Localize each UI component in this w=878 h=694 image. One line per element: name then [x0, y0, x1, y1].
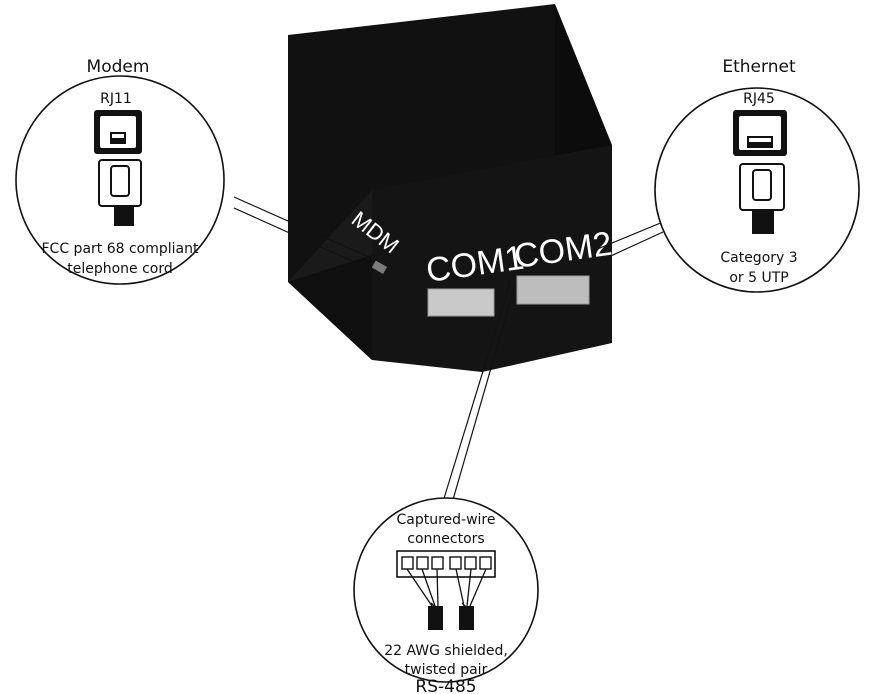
modem-connector-label: RJ11 [100, 91, 132, 107]
rs485-leader-line-right [449, 284, 516, 511]
ethernet-leader-line-top [594, 221, 664, 251]
rs485-header-line-2: connectors [407, 531, 484, 547]
rs485-title: RS-485 [415, 677, 476, 694]
modem-title: Modem [87, 57, 150, 77]
modem-caption-line-2: telephone cord [67, 261, 173, 277]
device-left-face-lower [288, 255, 372, 360]
shielded-cable-ends-icon [428, 602, 474, 630]
mdm-port-slot [371, 260, 388, 274]
rj11-plug-icon [98, 159, 142, 226]
rs485-callout-circle [353, 497, 539, 683]
rj11-jack-icon [94, 110, 142, 154]
modem-caption-line-1: FCC part 68 compliant [42, 241, 199, 257]
ethernet-caption-line-2: or 5 UTP [729, 270, 788, 286]
com2-port [516, 275, 590, 305]
ethernet-callout: Ethernet RJ45 Category 3 or 5 UTP [654, 57, 860, 293]
leader-lines [233, 196, 664, 511]
modem-leader-line-bottom [233, 207, 373, 271]
rj45-jack-icon [733, 110, 787, 156]
rs485-leader-line-left [441, 282, 511, 506]
rs485-callout: Captured-wire connectors 22 AWG shielded… [353, 497, 539, 694]
ethernet-connector-label: RJ45 [743, 91, 775, 107]
ethernet-leader-line-bottom [601, 231, 664, 261]
twisted-pair-wires-icon [406, 568, 487, 607]
rs485-header-line-1: Captured-wire [396, 512, 495, 528]
captured-wire-terminal-block-icon [396, 550, 496, 578]
rj45-plug-icon [739, 163, 785, 234]
modem-leader-line-top [233, 196, 381, 263]
com1-port [427, 288, 495, 317]
ethernet-caption-line-1: Category 3 [720, 250, 797, 266]
rs485-caption-line-1: 22 AWG shielded, [384, 643, 508, 659]
modem-callout: Modem RJ11 FCC part 68 compliant telepho… [15, 57, 225, 285]
rs485-caption-line-2: twisted pair [405, 662, 488, 678]
ethernet-title: Ethernet [722, 57, 796, 77]
device-box: MDM COM1 COM2 [288, 4, 614, 372]
